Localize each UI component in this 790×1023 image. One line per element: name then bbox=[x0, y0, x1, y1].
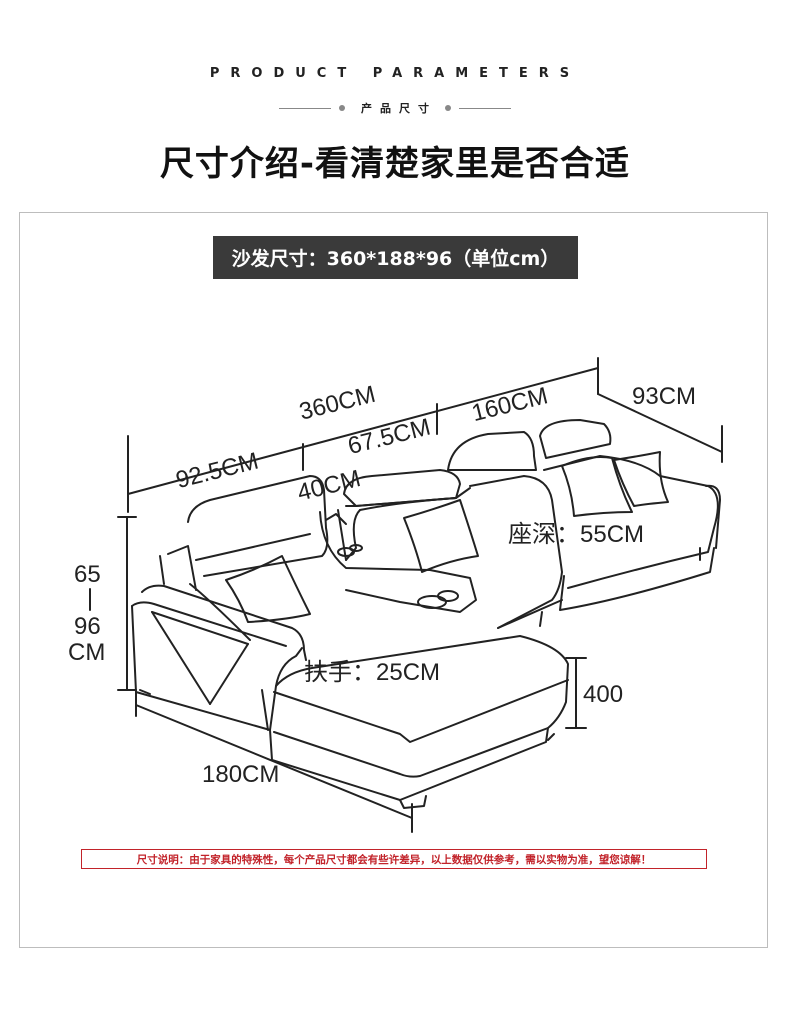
subtitle-row: 产品尺寸 bbox=[0, 98, 790, 118]
page-title: 尺寸介绍-看清楚家里是否合适 bbox=[159, 144, 631, 184]
right-sofa-section bbox=[447, 419, 721, 629]
label-left-section: 92.5CM bbox=[173, 448, 261, 495]
label-seat-height: 65 bbox=[74, 561, 101, 588]
label-chaise-length: 180CM bbox=[202, 761, 279, 788]
chaise-section bbox=[131, 584, 569, 809]
divider-line-right bbox=[459, 107, 511, 109]
label-right-section: 160CM bbox=[469, 382, 551, 427]
size-banner: 沙发尺寸：360*188*96（单位cm） bbox=[213, 236, 578, 279]
diagram-frame bbox=[19, 212, 768, 948]
divider-dot-left bbox=[339, 105, 345, 111]
label-console-width: 40CM bbox=[295, 465, 364, 507]
eyebrow-heading: PRODUCT PARAMETERS bbox=[209, 66, 581, 81]
subtitle: 产品尺寸 bbox=[361, 102, 437, 115]
label-total-length: 360CM bbox=[297, 381, 379, 426]
label-console: 67.5CM bbox=[345, 414, 433, 461]
divider-line-left bbox=[279, 107, 331, 109]
label-total-height: 96 bbox=[74, 613, 101, 640]
dimension-lines bbox=[89, 357, 723, 833]
size-disclaimer: 尺寸说明：由于家具的特殊性，每个产品尺寸都会有些许差异，以上数据仅供参考，需以实… bbox=[81, 849, 707, 869]
label-armrest: 扶手：25CM bbox=[304, 659, 440, 686]
label-height-unit: CM bbox=[68, 639, 105, 666]
label-chaise-height: 400 bbox=[583, 681, 623, 708]
label-depth: 93CM bbox=[632, 383, 696, 410]
middle-console bbox=[319, 469, 479, 613]
divider-dot-right bbox=[445, 105, 451, 111]
label-seat-depth: 座深：55CM bbox=[508, 521, 644, 548]
